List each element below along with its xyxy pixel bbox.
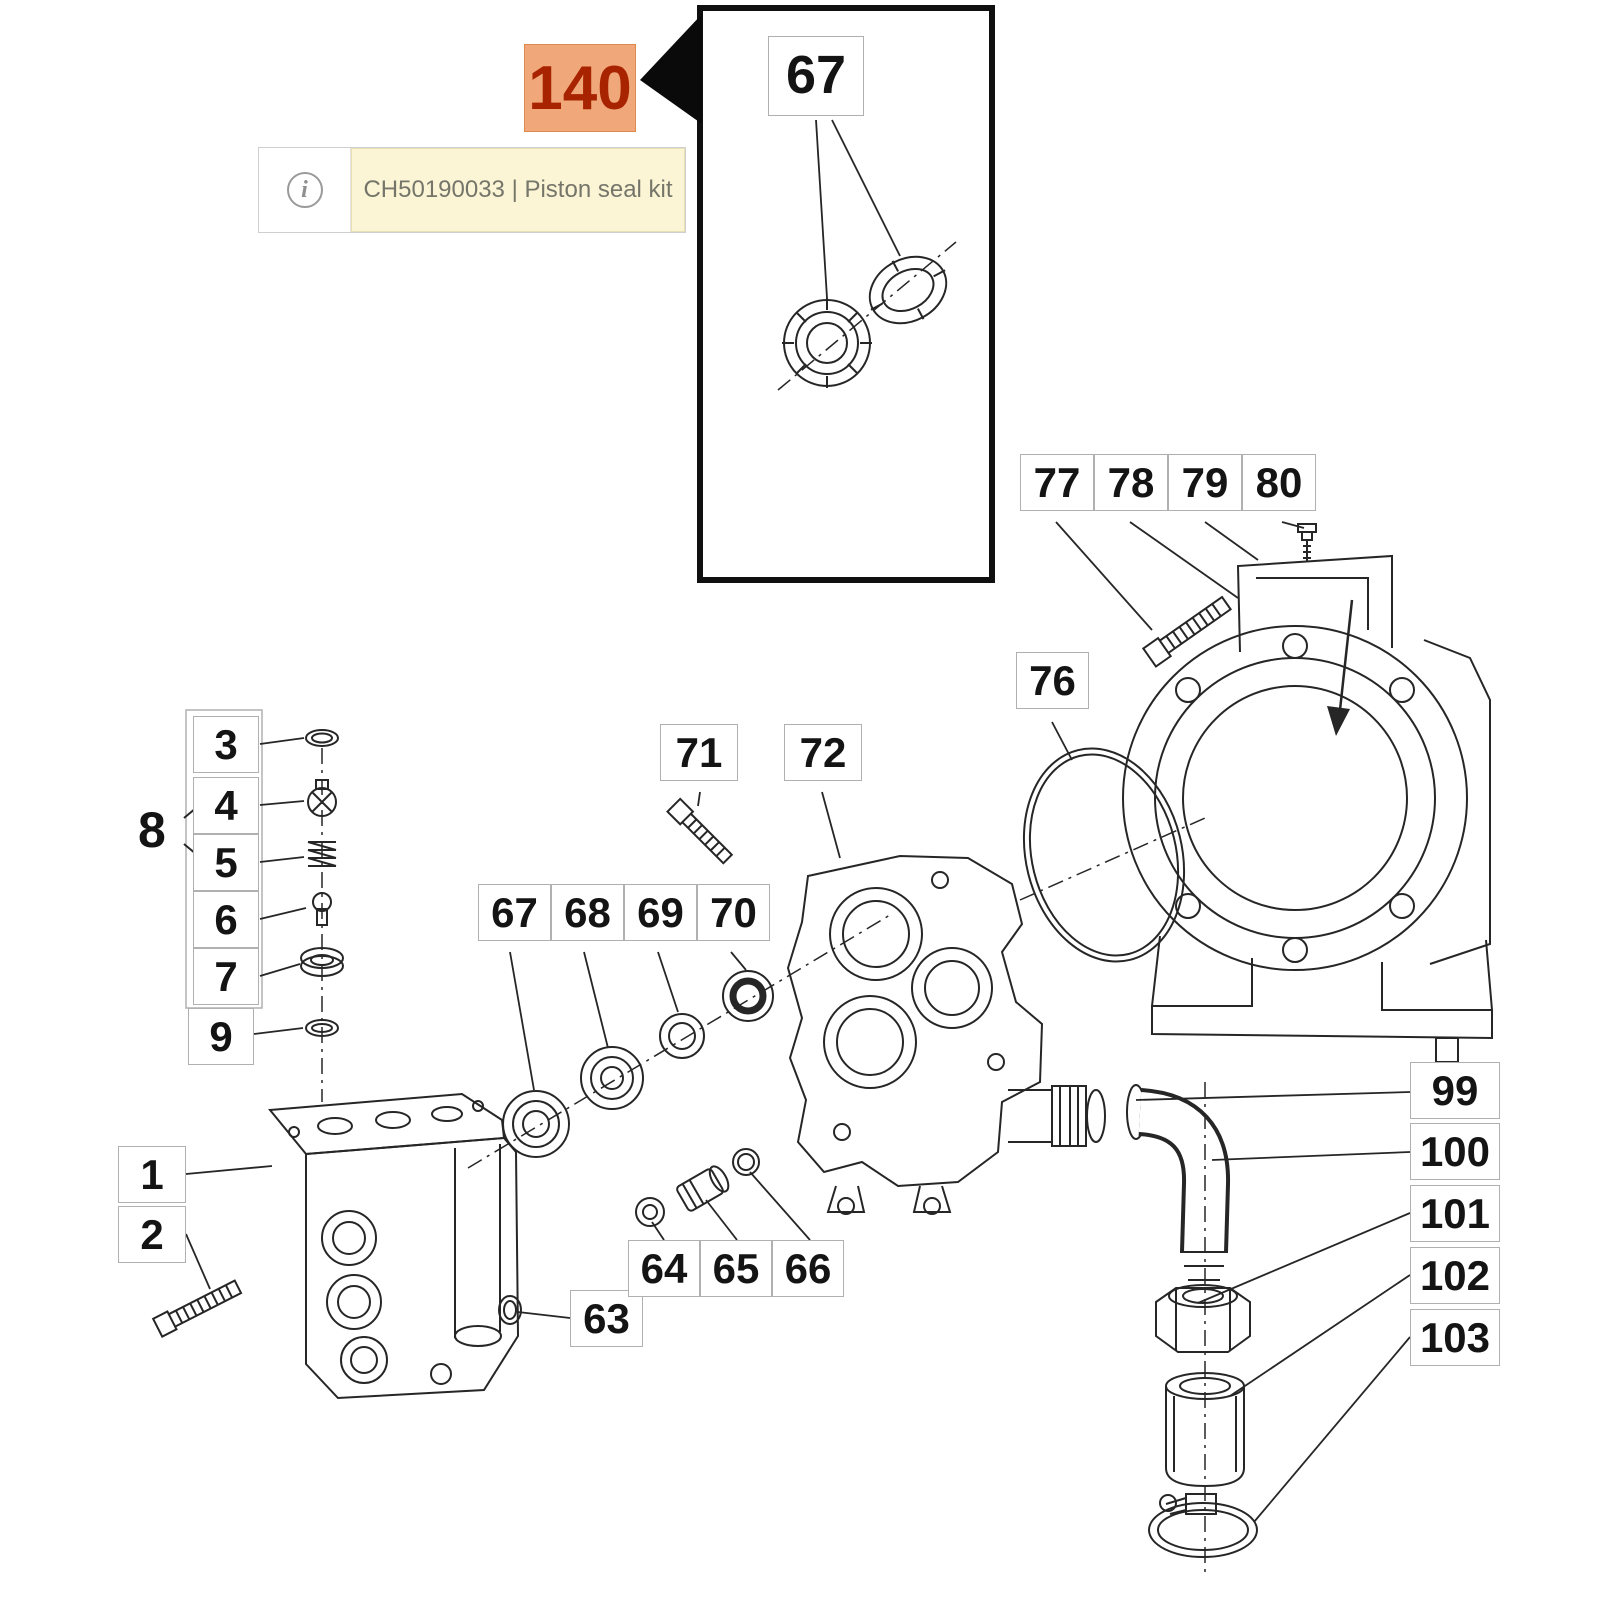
- part-label-99[interactable]: 99: [1410, 1062, 1500, 1120]
- part-label-1[interactable]: 1: [118, 1146, 186, 1204]
- info-icon: i: [286, 172, 323, 208]
- part-label-8[interactable]: 8: [138, 802, 166, 858]
- part-label-69[interactable]: 69: [624, 884, 697, 942]
- part-label-5[interactable]: 5: [193, 834, 259, 892]
- part-label-77[interactable]: 77: [1020, 454, 1094, 512]
- part-label-67[interactable]: 67: [478, 884, 551, 942]
- part-tooltip: i CH50190033 | Piston seal kit: [258, 147, 686, 233]
- part-label-71[interactable]: 71: [660, 724, 738, 782]
- part-label-63[interactable]: 63: [570, 1290, 643, 1348]
- part-label-2[interactable]: 2: [118, 1206, 186, 1264]
- part-label-102[interactable]: 102: [1410, 1247, 1500, 1305]
- part-label-78[interactable]: 78: [1094, 454, 1168, 512]
- part-label-72[interactable]: 72: [784, 724, 862, 782]
- part-label-66[interactable]: 66: [772, 1240, 844, 1298]
- part-label-4[interactable]: 4: [193, 777, 259, 835]
- part-label-76[interactable]: 76: [1016, 652, 1089, 710]
- highlight-label[interactable]: 140: [524, 44, 636, 132]
- part-label-64[interactable]: 64: [628, 1240, 700, 1298]
- part-label-100[interactable]: 100: [1410, 1123, 1500, 1181]
- part-label-3[interactable]: 3: [193, 716, 259, 774]
- part-label-7[interactable]: 7: [193, 948, 259, 1006]
- part-label-67-inset[interactable]: 67: [768, 36, 864, 116]
- tooltip-icon-cell: i: [259, 148, 351, 232]
- part-label-68[interactable]: 68: [551, 884, 624, 942]
- tooltip-text-cell: CH50190033 | Piston seal kit: [351, 148, 685, 232]
- part-label-103[interactable]: 103: [1410, 1309, 1500, 1367]
- part-label-9[interactable]: 9: [188, 1008, 254, 1066]
- part-label-70[interactable]: 70: [697, 884, 770, 942]
- part-label-101[interactable]: 101: [1410, 1185, 1500, 1243]
- part-label-65[interactable]: 65: [700, 1240, 772, 1298]
- part-label-6[interactable]: 6: [193, 891, 259, 949]
- part-label-80[interactable]: 80: [1242, 454, 1316, 512]
- part-label-79[interactable]: 79: [1168, 454, 1242, 512]
